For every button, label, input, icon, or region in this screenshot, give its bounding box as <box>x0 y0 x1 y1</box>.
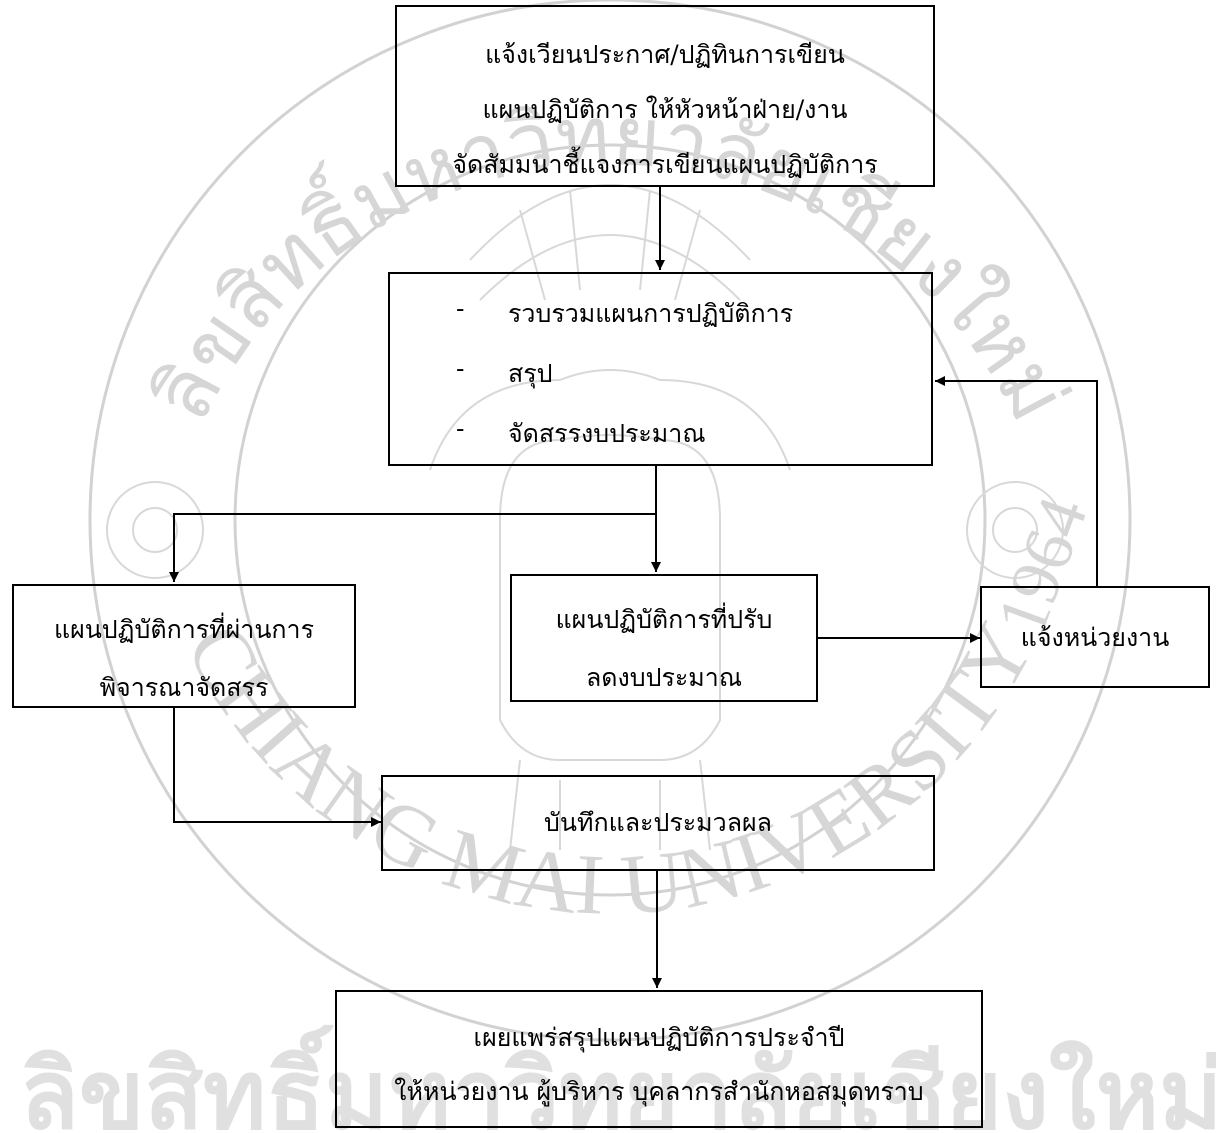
arrow-notify-to-collect <box>935 376 1098 586</box>
collect-item-2-bullet: - <box>456 354 465 383</box>
watermark-bottom-banner: ลิขสิทธิ์มหาวิทยาลัยเชียงใหม่ <box>20 1024 1216 1133</box>
collect-item-3-bullet: - <box>456 414 465 443</box>
announce-step-box: แจ้งเวียนประกาศ/ปฏิทินการเขียน แผนปฏิบัต… <box>395 5 935 187</box>
collect-item-3-text: จัดสรรงบประมาณ <box>508 419 706 448</box>
announce-line-1: แจ้งเวียนประกาศ/ปฏิทินการเขียน <box>485 40 845 69</box>
reduced-line-1: แผนปฏิบัติการที่ปรับ <box>555 605 773 634</box>
notify-unit-box: แจ้งหน่วยงาน <box>980 586 1210 688</box>
approved-line-2: พิจารณาจัดสรร <box>99 673 269 702</box>
publish-line-1: เผยแพร่สรุปแผนปฏิบัติการประจำปี <box>473 1023 845 1052</box>
connector-collect-split <box>169 466 657 582</box>
arrow-approved-to-record <box>173 708 381 827</box>
reduced-budget-plan-box: แผนปฏิบัติการที่ปรับ ลดงบประมาณ <box>510 574 818 702</box>
publish-summary-box: เผยแพร่สรุปแผนปฏิบัติการประจำปี ให้หน่วย… <box>335 990 983 1128</box>
reduced-line-2: ลดงบประมาณ <box>585 663 743 692</box>
collect-step-box: - รวบรวมแผนการปฏิบัติการ - สรุป - จัดสรร… <box>388 272 933 466</box>
collect-item-2-text: สรุป <box>508 359 553 388</box>
publish-line-2: ให้หน่วยงาน ผู้บริหาร บุคลากรสำนักหอสมุด… <box>394 1077 924 1106</box>
approved-plan-box: แผนปฏิบัติการที่ผ่านการ พิจารณาจัดสรร <box>12 584 356 708</box>
collect-item-1-bullet: - <box>456 294 465 323</box>
notify-line-1: แจ้งหน่วยงาน <box>1020 623 1170 652</box>
announce-line-2: แผนปฏิบัติการ ให้หัวหน้าฝ่าย/งาน <box>482 95 848 124</box>
collect-item-1-text: รวบรวมแผนการปฏิบัติการ <box>508 299 794 328</box>
announce-line-3: จัดสัมมนาชี้แจงการเขียนแผนปฏิบัติการ <box>452 150 878 179</box>
record-line-1: บันทึกและประมวลผล <box>544 808 772 837</box>
record-process-box: บันทึกและประมวลผล <box>381 775 935 871</box>
approved-line-1: แผนปฏิบัติการที่ผ่านการ <box>53 615 315 644</box>
